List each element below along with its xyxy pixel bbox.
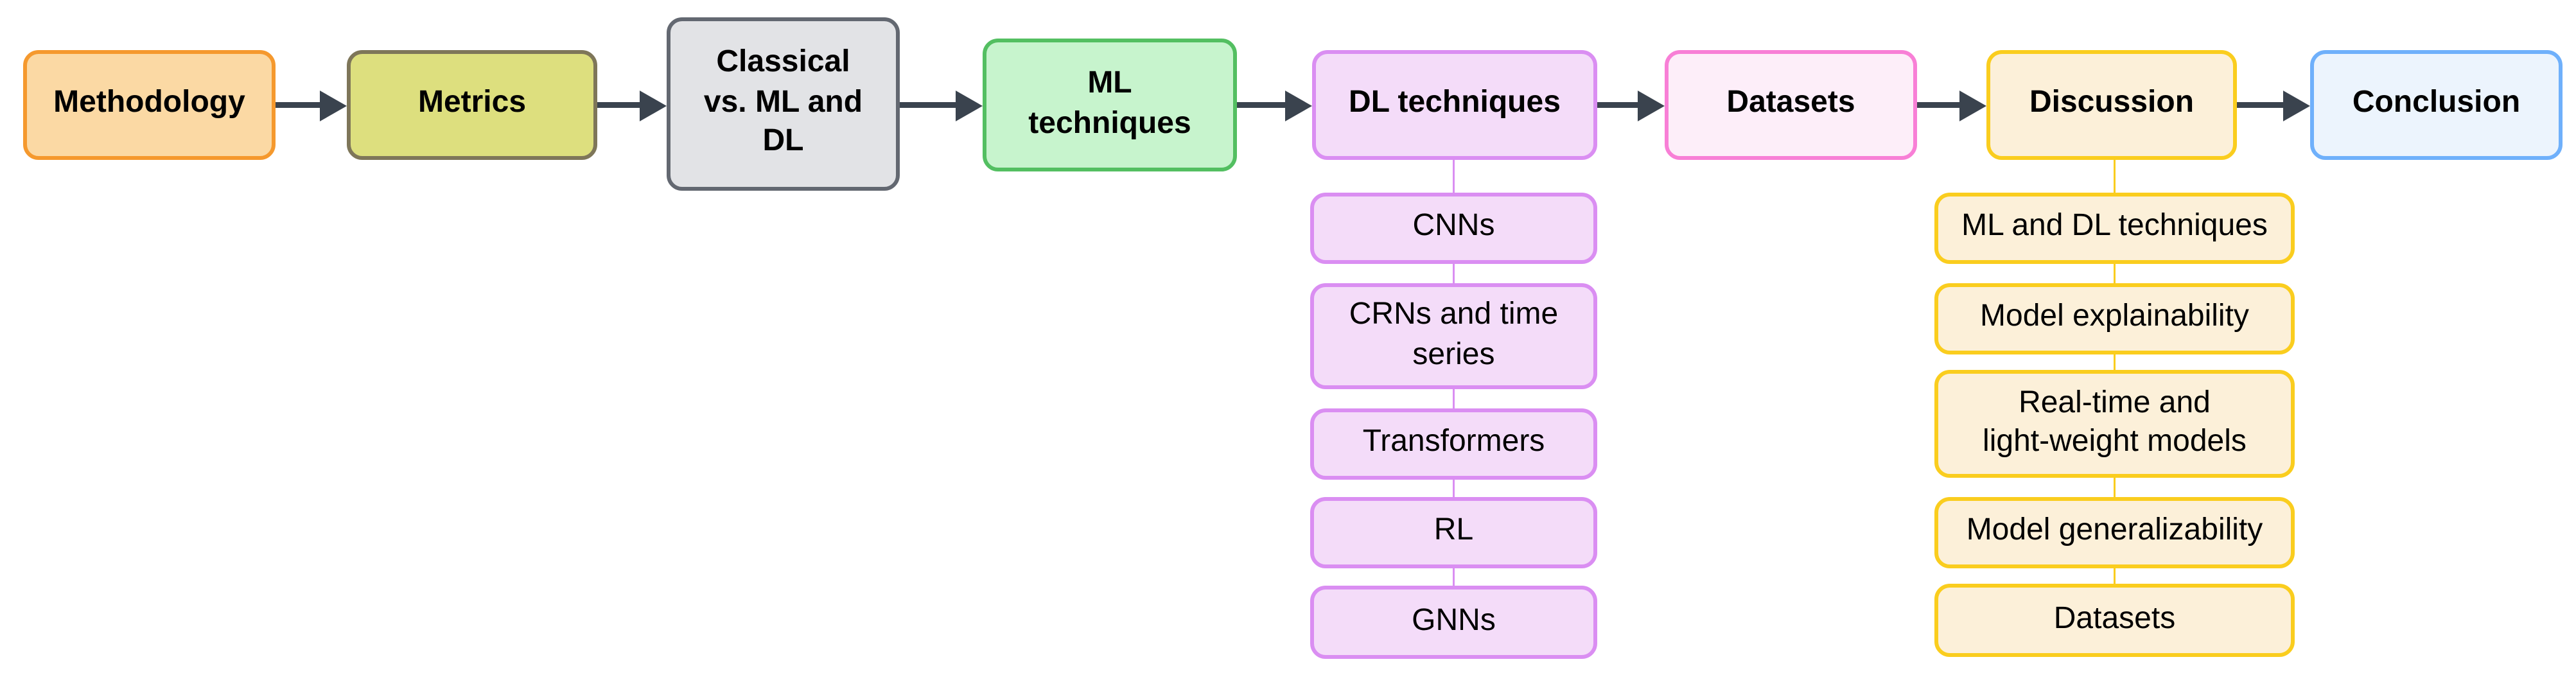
node-discussion: Discussion (1986, 50, 2237, 160)
node-label: Datasets (1726, 87, 1855, 120)
node-label: Real-time and light-weight models (1983, 386, 2247, 459)
node-conclusion: Conclusion (2310, 50, 2563, 160)
node-metrics: Metrics (347, 50, 597, 160)
node-crns-and-time-series: CRNs and time series (1310, 283, 1597, 389)
arrow-head-icon (320, 89, 347, 121)
arrow-line (2237, 102, 2283, 108)
arrow-head-icon (2283, 89, 2310, 121)
node-label: Transformers (1362, 426, 1545, 459)
node-transformers: Transformers (1310, 408, 1597, 480)
arrow-metrics-to-classical (597, 89, 667, 121)
arrow-head-icon (1638, 89, 1665, 121)
node-model-explainability: Model explainability (1934, 283, 2295, 354)
node-label: Conclusion (2352, 87, 2521, 120)
node-datasets: Datasets (1665, 50, 1917, 160)
node-label: Metrics (417, 87, 527, 120)
node-gnns: GNNs (1310, 586, 1597, 659)
node-rl: RL (1310, 497, 1597, 568)
node-cnns: CNNs (1310, 193, 1597, 264)
arrow-discussion-to-conclusion (2237, 89, 2310, 121)
arrow-head-icon (1285, 89, 1312, 121)
node-ml-techniques: ML techniques (983, 39, 1237, 171)
arrow-line (900, 102, 956, 108)
node-label: GNNs (1412, 604, 1496, 638)
arrow-head-icon (1959, 89, 1986, 121)
node-label: DL techniques (1349, 87, 1561, 120)
node-label: ML techniques (1028, 67, 1191, 140)
arrow-line (1917, 102, 1959, 108)
node-classical-vs-ml-and-dl: Classical vs. ML and DL (667, 17, 900, 191)
node-label: Classical vs. ML and DL (703, 46, 863, 159)
node-model-generalizability: Model generalizability (1934, 497, 2295, 568)
node-label: ML and DL techniques (1961, 210, 2268, 243)
arrow-line (276, 102, 320, 108)
arrow-line (1597, 102, 1638, 108)
arrow-dl-to-datasets (1597, 89, 1665, 121)
node-label: Discussion (2029, 87, 2195, 120)
arrow-line (1237, 102, 1285, 108)
node-ml-and-dl-techniques: ML and DL techniques (1934, 193, 2295, 264)
node-label: Methodology (53, 87, 245, 120)
node-methodology: Methodology (23, 50, 276, 160)
arrow-classical-to-ml-techniques (900, 89, 983, 121)
node-label: Model explainability (1980, 301, 2249, 334)
node-label: RL (1433, 514, 1474, 548)
arrow-line (597, 102, 640, 108)
node-label: Datasets (2053, 602, 2176, 636)
node-datasets-subtopic: Datasets (1934, 584, 2295, 657)
arrow-head-icon (956, 89, 983, 121)
arrow-ml-to-dl-techniques (1237, 89, 1312, 121)
node-dl-techniques: DL techniques (1312, 50, 1597, 160)
node-label: CRNs and time series (1349, 299, 1559, 371)
arrow-head-icon (640, 89, 667, 121)
arrow-methodology-to-metrics (276, 89, 347, 121)
arrow-datasets-to-discussion (1917, 89, 1986, 121)
node-label: CNNs (1412, 210, 1495, 243)
node-real-time-light-weight-models: Real-time and light-weight models (1934, 370, 2295, 478)
node-label: Model generalizability (1966, 514, 2263, 548)
